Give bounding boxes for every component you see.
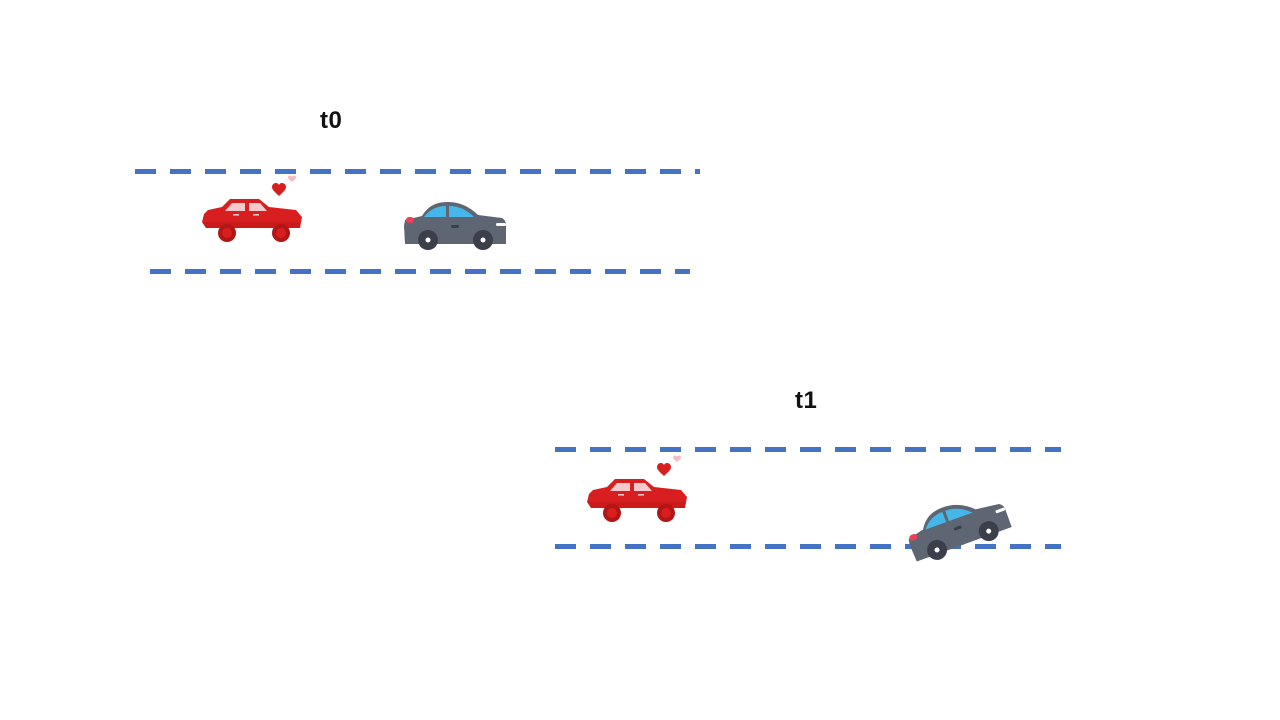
heart-icon: [657, 463, 671, 476]
small-heart-icon: [673, 455, 681, 462]
grey-sedan-turning-icon: [908, 503, 1012, 562]
heart-icon: [272, 183, 286, 196]
frame-label-t1: t1: [795, 387, 818, 414]
red-car-with-hearts-icon: [202, 175, 302, 242]
small-heart-icon: [288, 175, 296, 182]
t1-lane-top-dashed-line: [555, 447, 1061, 452]
red-car-with-hearts-icon: [587, 455, 687, 522]
frame-label-t0: t0: [320, 107, 343, 134]
t0-lane-top-dashed-line: [135, 169, 700, 174]
t1-lane-bottom-dashed-line: [555, 544, 1061, 549]
grey-sedan-icon: [404, 202, 506, 250]
t0-lane-bottom-dashed-line: [150, 269, 690, 274]
